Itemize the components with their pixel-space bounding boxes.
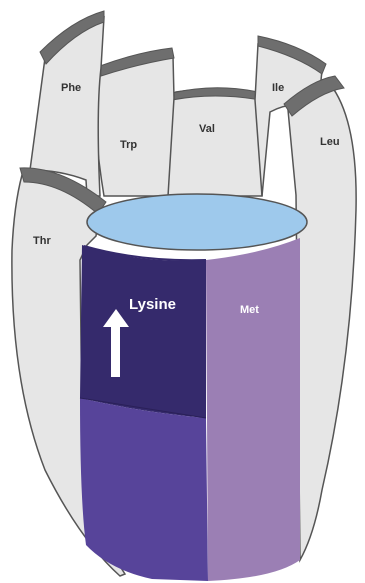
label-thr: Thr	[33, 235, 51, 247]
stave-phe	[30, 11, 104, 196]
water-surface	[87, 194, 307, 250]
stave-met	[206, 238, 300, 581]
label-trp: Trp	[120, 139, 137, 151]
label-met: Met	[240, 304, 259, 316]
label-ile: Ile	[272, 82, 284, 94]
label-val: Val	[199, 123, 215, 135]
stave-val	[168, 88, 262, 196]
label-leu: Leu	[320, 136, 340, 148]
stave-trp	[95, 48, 174, 196]
label-lysine: Lysine	[129, 296, 176, 313]
label-phe: Phe	[61, 82, 81, 94]
